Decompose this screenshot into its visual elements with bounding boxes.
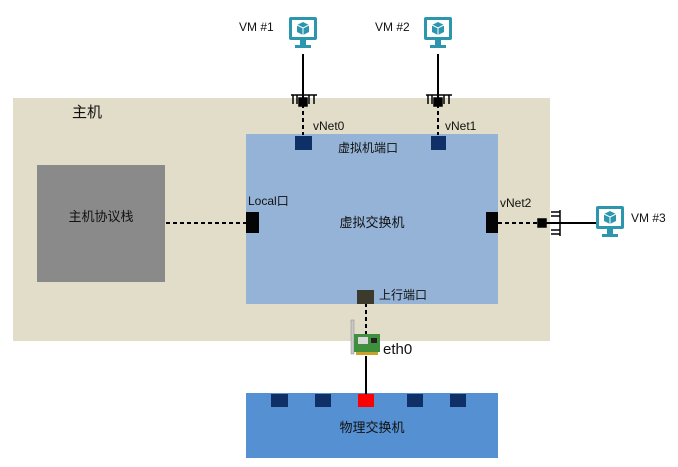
host-protocol-stack-box [37, 165, 165, 282]
vm-monitor-icon [289, 17, 317, 48]
vm-monitor-icon [596, 206, 624, 237]
vm-port-label: 虚拟机端口 [338, 141, 399, 155]
vm3-fork-icon [537, 210, 561, 236]
physical-port [271, 394, 288, 407]
physical-port [450, 394, 466, 407]
vm3-label: VM #3 [631, 211, 666, 225]
vnet2-port [486, 212, 498, 233]
vnet1-label: vNet1 [445, 119, 477, 133]
virtual-switch-label: 虚拟交换机 [339, 215, 405, 230]
physical-port [315, 394, 331, 407]
physical-port-active [358, 394, 374, 407]
vm-monitor-icon [424, 17, 452, 48]
vnet0-label: vNet0 [313, 119, 345, 133]
local-port-label: Local口 [248, 194, 289, 208]
local-port [246, 212, 259, 233]
uplink-port-label: 上行端口 [379, 288, 428, 302]
vm1-label: VM #1 [239, 20, 274, 34]
network-card-icon [350, 319, 380, 355]
vnet2-label: vNet2 [500, 196, 532, 210]
host-title: 主机 [72, 104, 103, 121]
vm1-fork-icon [291, 94, 317, 107]
vm2-fork-icon [426, 94, 452, 107]
nic-label: eth0 [383, 341, 413, 358]
physical-port [407, 394, 423, 407]
vnet0-port [295, 136, 312, 150]
virtual-switch-box [246, 134, 498, 304]
vm2-label: VM #2 [375, 20, 410, 34]
physical-switch-label: 物理交换机 [339, 420, 405, 435]
vnet1-port [431, 136, 446, 150]
host-protocol-stack-label: 主机协议栈 [68, 209, 134, 224]
uplink-port [357, 290, 374, 304]
